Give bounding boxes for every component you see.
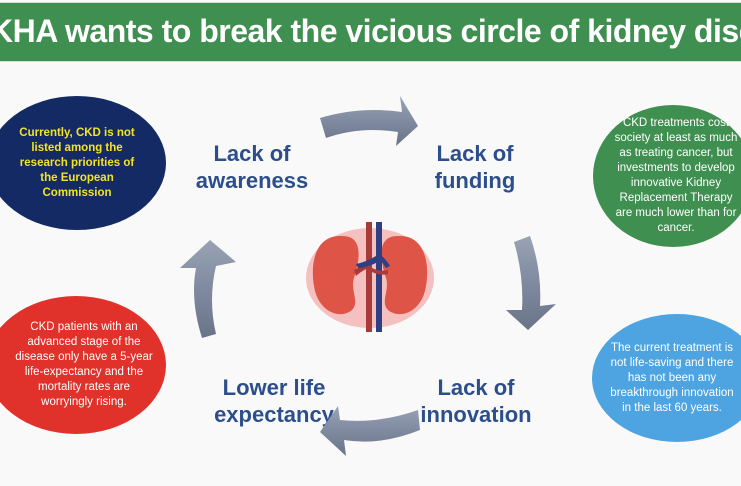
arrow-left-icon — [320, 406, 420, 456]
arrow-down-icon — [506, 236, 556, 330]
stage-label-lower-life-expectancy: Lower life expectancy — [214, 375, 334, 427]
bubble-awareness-text: Currently, CKD is not listed among the r… — [19, 126, 135, 199]
page-title: KHA wants to break the vicious circle of… — [0, 13, 741, 49]
bubble-innovation: The current treatment is not life-saving… — [592, 314, 741, 442]
bubble-life-expectancy-text: CKD patients with an advanced stage of t… — [15, 321, 153, 408]
bubble-funding: CKD treatments cost society at least as … — [593, 105, 741, 247]
stage-label-awareness: Lack of awareness — [195, 141, 309, 193]
bubble-innovation-text: The current treatment is not life-saving… — [610, 341, 734, 414]
bubble-life-expectancy: CKD patients with an advanced stage of t… — [0, 296, 166, 434]
bubble-awareness: Currently, CKD is not listed among the r… — [0, 96, 166, 230]
bubble-funding-text: CKD treatments cost society at least as … — [614, 117, 738, 234]
arrow-right-icon — [320, 96, 418, 146]
title-banner: KHA wants to break the vicious circle of… — [0, 2, 741, 62]
stage-label-funding: Lack of funding — [434, 141, 516, 193]
arrow-up-icon — [180, 240, 236, 338]
stage-label-innovation: Lack of innovation — [420, 375, 532, 427]
kidneys-icon — [306, 222, 434, 332]
